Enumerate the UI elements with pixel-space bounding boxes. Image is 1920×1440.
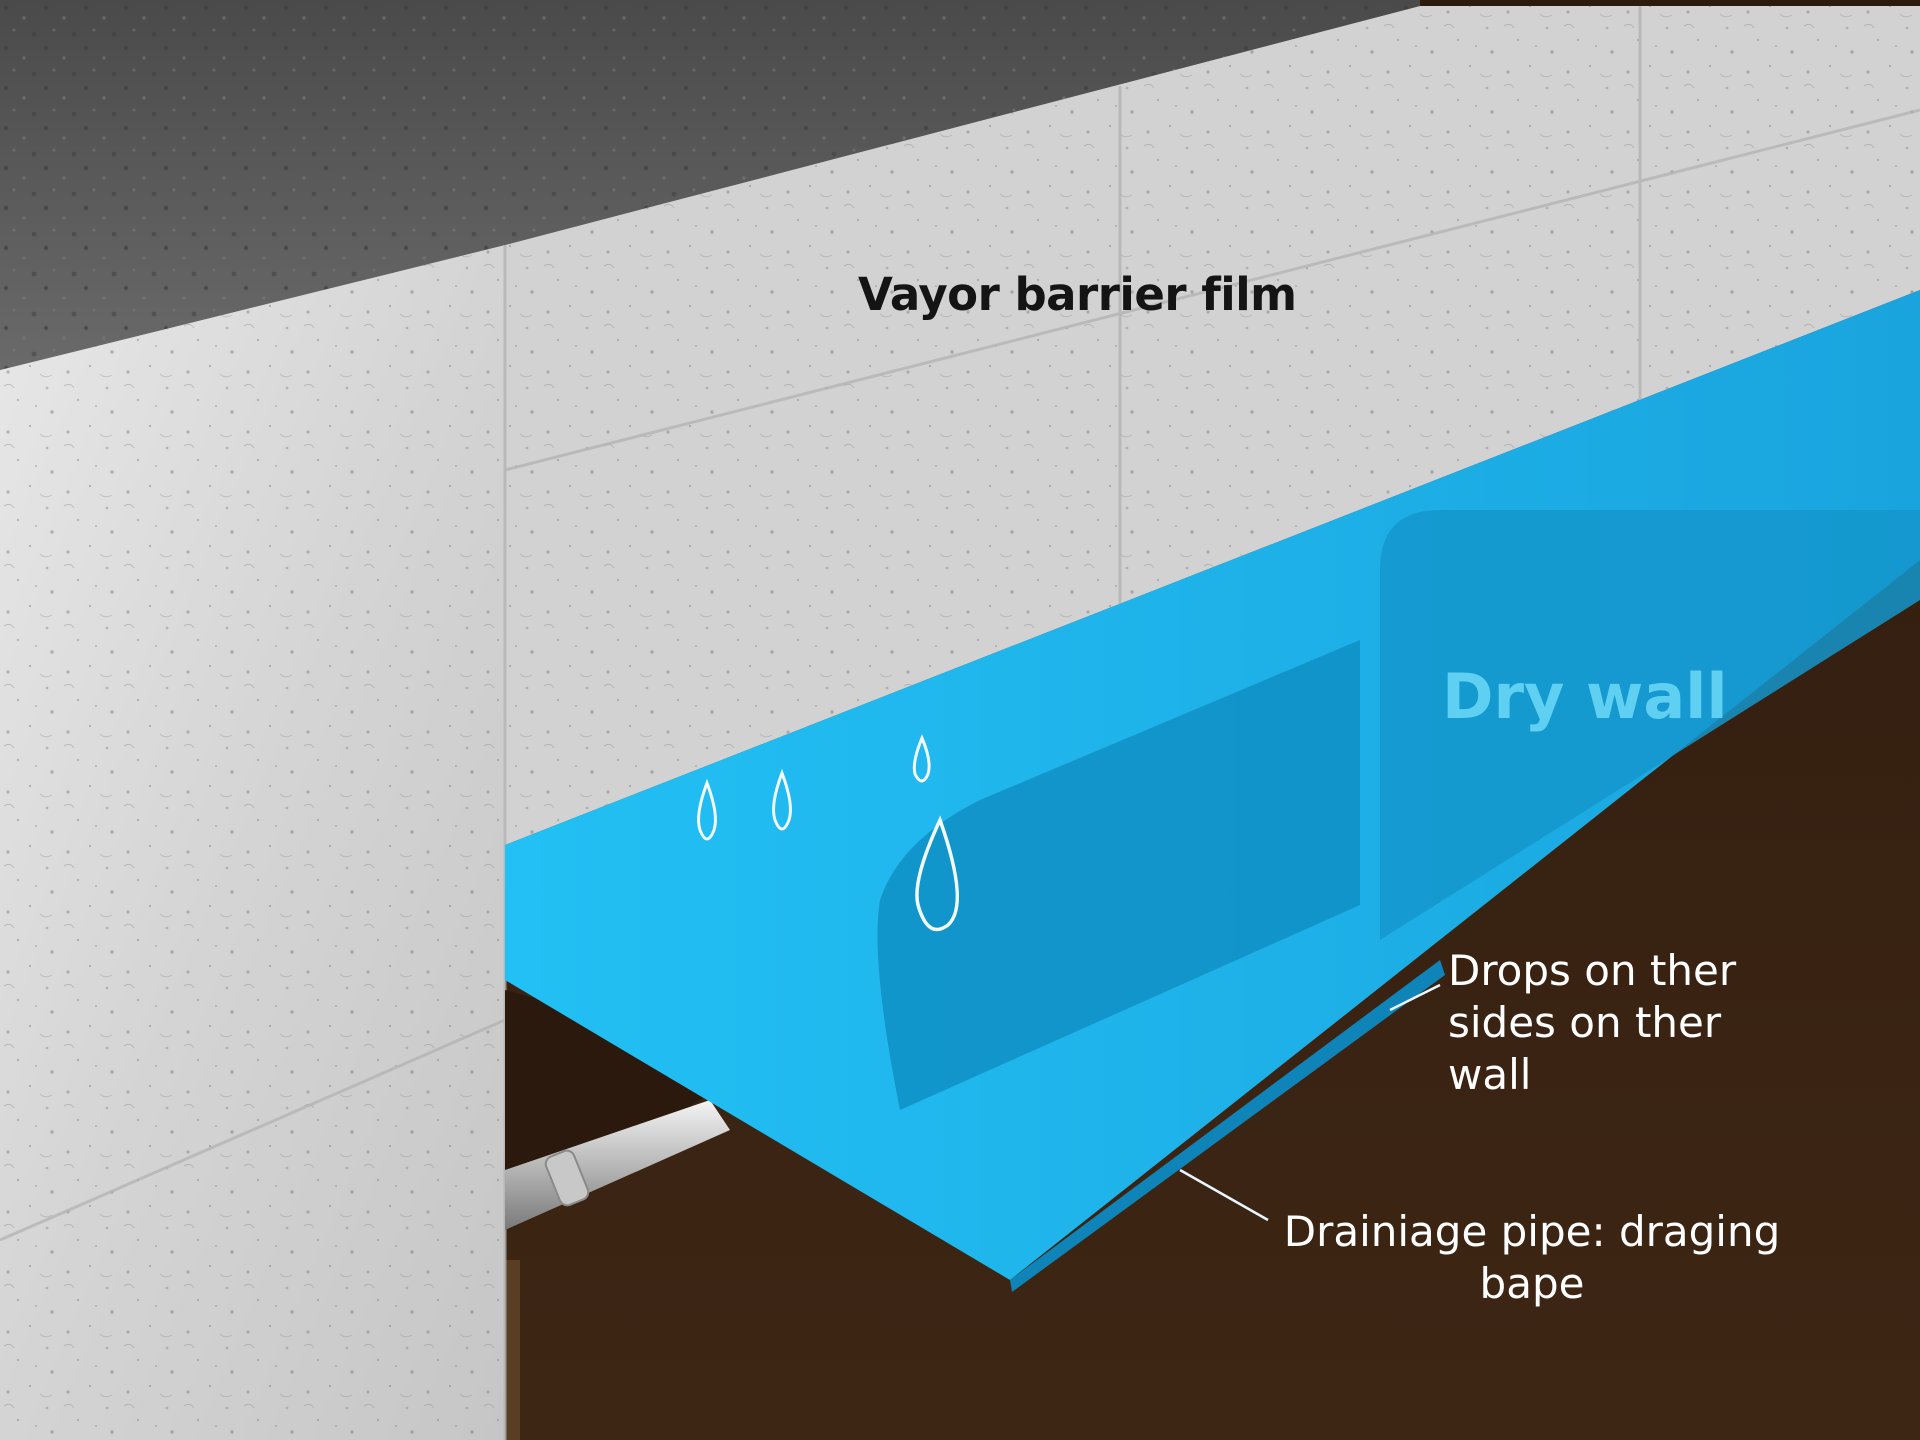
membrane-fold — [877, 640, 1360, 1110]
drops-callout-line: Drops on ther — [1448, 946, 1737, 995]
drainage-callout-line: Drainiage pipe: draging — [1283, 1207, 1781, 1256]
membrane-edge — [1010, 960, 1445, 1292]
gravel-texture — [0, 0, 1420, 370]
concrete-wall-side-texture — [505, 6, 1920, 845]
water-drops — [697, 734, 960, 932]
dry-wall-label: Dry wall — [1442, 660, 1728, 733]
drops-callout-line: wall — [1448, 1050, 1532, 1099]
vapor-barrier-label: Vayor barrier film — [858, 268, 1297, 321]
drops-callout-line: sides on ther — [1448, 998, 1722, 1047]
block-seams — [0, 6, 1920, 1440]
water-drop-icon — [915, 815, 960, 932]
drainage-callout: Drainiage pipe: draging bape — [1282, 1206, 1782, 1310]
callout-lines — [1179, 983, 1441, 1222]
dry-wall-panel — [1380, 510, 1920, 940]
drops-callout: Drops on ther sides on ther wall — [1448, 945, 1768, 1101]
water-drop-icon — [697, 778, 717, 841]
drainage-callout-line: bape — [1479, 1259, 1585, 1308]
water-drop-icon — [912, 734, 931, 783]
water-drop-icon — [772, 768, 792, 831]
concrete-wall-front-texture — [0, 245, 505, 1440]
drainage-pipe — [505, 1100, 730, 1230]
